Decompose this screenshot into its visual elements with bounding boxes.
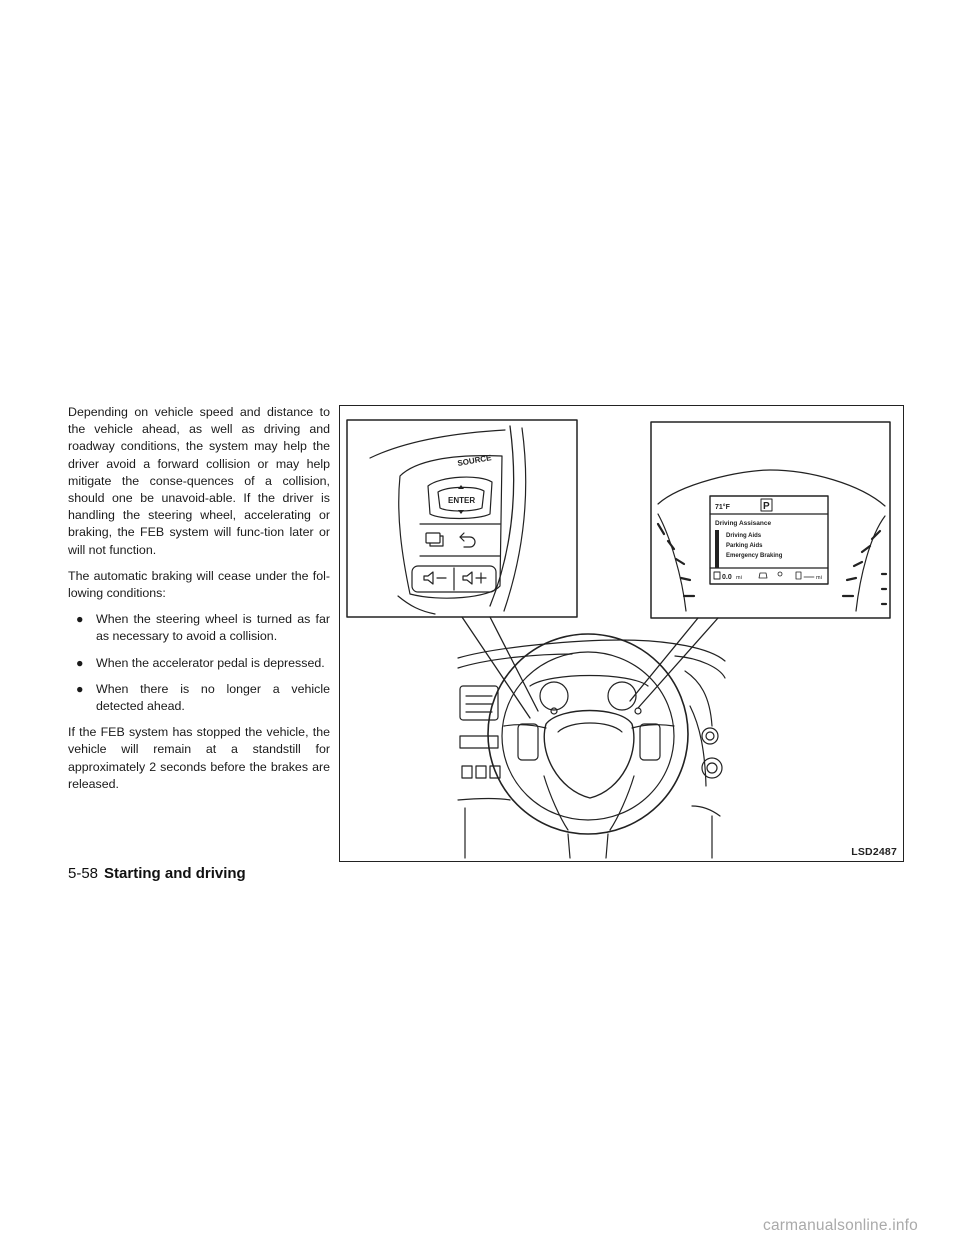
steering-wheel-illustration: SOURCE ENTER [339,405,904,862]
menu-scroll-indicator [715,530,719,568]
display-range-unit: mi [816,575,822,581]
volume-down-icon [423,571,434,585]
figure-code: LSD2487 [851,846,897,858]
fuel-icon [795,571,802,580]
display-temperature: 71°F [715,503,731,511]
dashboard-drawing [457,633,726,859]
source-label: SOURCE [457,453,493,468]
bullet-icon: ● [76,681,84,696]
watermark: carmanualsonline.info [763,1217,918,1234]
list-item: ●When the steering wheel is turned as fa… [76,612,330,644]
leader-lines [461,616,719,719]
settings-icon [777,571,783,577]
display-menu-item: Driving Aids [726,533,762,539]
volume-up-icon [462,571,473,585]
display-odometer-unit: mi [736,575,742,581]
bullet-icon: ● [76,612,84,627]
paragraph-cease-conditions: The automatic braking will cease under t… [68,568,330,601]
volume-switch [411,565,497,593]
display-odometer: 0.0 [722,574,732,581]
paragraph-standstill: If the FEB system has stopped the vehicl… [68,725,330,791]
display-menu-item: Parking Aids [726,543,763,549]
gauge-ticks-right [841,529,888,606]
section-title: Starting and driving [104,865,246,882]
paragraph-feb-effect: Depending on vehicle speed and distance … [68,405,330,557]
bullet-icon: ● [76,655,84,670]
gauge-ticks-left [656,522,696,598]
steering-switch-inset: SOURCE ENTER [346,419,578,618]
enter-label: ENTER [448,496,475,505]
up-arrow-icon [458,485,464,489]
down-arrow-icon [458,510,464,514]
page-number: 5-58 [68,865,99,882]
trip-icon [713,571,721,580]
display-gear: P [763,501,770,512]
vehicle-icon [758,572,768,579]
back-button-icon [459,532,476,548]
meter-inset: 71°F P Driving Assisance Driving Aids Pa… [650,421,891,619]
condition-list: ●When the steering wheel is turned as fa… [68,611,330,715]
list-item: ●When the accelerator pedal is depressed… [68,655,330,672]
info-display [709,495,829,585]
display-menu-title: Driving Assisance [715,520,772,527]
enter-switch: ENTER [427,476,493,520]
menu-button-icon [425,532,444,547]
page-footer: 5-58 Starting and driving [68,865,246,882]
display-menu-item: Emergency Braking [726,553,783,559]
body-text: Depending on vehicle speed and distance … [68,404,330,802]
list-item: ●When there is no longer a vehicle detec… [76,681,330,714]
